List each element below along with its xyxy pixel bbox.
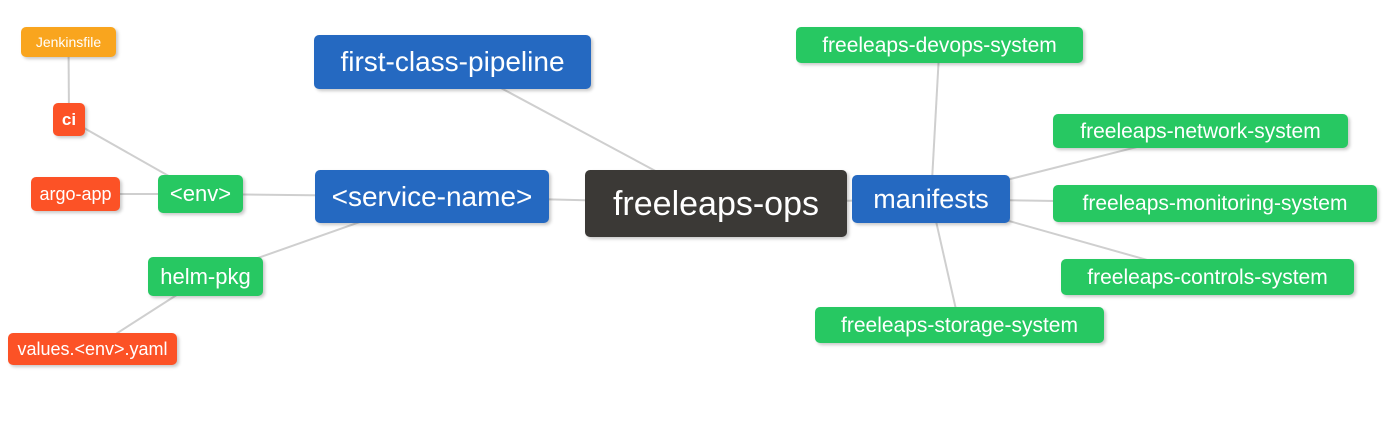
node-freeleaps-network-system[interactable]: freeleaps-network-system xyxy=(1053,114,1348,148)
node-manifests[interactable]: manifests xyxy=(852,175,1010,223)
node-freeleaps-devops-system[interactable]: freeleaps-devops-system xyxy=(796,27,1083,63)
edge-manifests--freeleaps-devops-system xyxy=(930,44,941,200)
node-freeleaps-monitoring-system[interactable]: freeleaps-monitoring-system xyxy=(1053,185,1377,222)
node-ci[interactable]: ci xyxy=(53,103,85,136)
node-freeleaps-storage-system[interactable]: freeleaps-storage-system xyxy=(815,307,1104,343)
node-values-env-yaml[interactable]: values.<env>.yaml xyxy=(8,333,177,365)
node-helm-pkg[interactable]: helm-pkg xyxy=(148,257,263,296)
node-argo-app[interactable]: argo-app xyxy=(31,177,120,211)
node-freeleaps-ops[interactable]: freeleaps-ops xyxy=(585,170,847,237)
node-env[interactable]: <env> xyxy=(158,175,243,213)
node-service-name[interactable]: <service-name> xyxy=(315,170,549,223)
node-freeleaps-controls-system[interactable]: freeleaps-controls-system xyxy=(1061,259,1354,295)
node-jenkinsfile[interactable]: Jenkinsfile xyxy=(21,27,116,57)
node-first-class-pipeline[interactable]: first-class-pipeline xyxy=(314,35,591,89)
